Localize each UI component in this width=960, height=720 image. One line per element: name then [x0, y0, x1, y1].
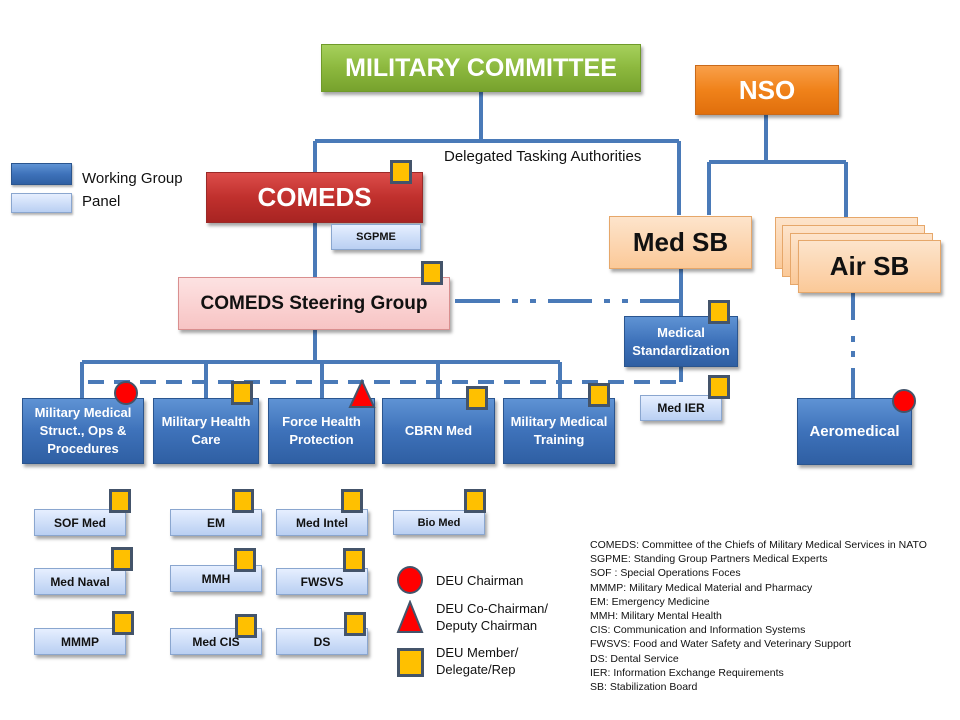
abbreviation-item: SB: Stabilization Board	[590, 681, 698, 694]
wg-label: CBRN Med	[404, 423, 473, 438]
deu-member-marker	[708, 300, 730, 324]
sgpme-label: SGPME	[356, 231, 396, 243]
air-sb-label: Air SB	[829, 251, 910, 281]
deu-co-chairman-marker	[348, 379, 376, 408]
deu-member-marker	[235, 614, 257, 638]
panel-label: FWSVS	[300, 574, 344, 589]
panel-label: Med CIS	[192, 634, 240, 649]
comeds-box: COMEDS	[206, 172, 423, 223]
abbreviation-item: DS: Dental Service	[590, 652, 679, 665]
deu-chairman-marker	[114, 381, 138, 405]
panel-med-naval: Med Naval	[34, 568, 126, 595]
panel-em: EM	[170, 509, 262, 536]
panel-mmh: MMH	[170, 565, 262, 592]
panel-label: Bio Med	[417, 516, 461, 529]
connector-steering-wgs	[80, 330, 562, 398]
panel-label: EM	[207, 515, 225, 530]
med-ier-label: Med IER	[657, 401, 705, 415]
panel-label: DS	[313, 634, 331, 649]
legend-panel-label: Panel	[82, 193, 121, 210]
abbreviation-item: MMH: Military Mental Health	[590, 610, 722, 623]
legend-co-chairman-label-2: Deputy Chairman	[436, 618, 538, 633]
sgpme-panel: SGPME	[331, 224, 421, 250]
deu-member-marker	[234, 548, 256, 572]
nso-box: NSO	[695, 65, 839, 115]
deu-member-marker	[109, 489, 131, 513]
deu-member-marker	[344, 612, 366, 636]
steering-group-label: COMEDS Steering Group	[200, 292, 428, 314]
panel-mmmp: MMMP	[34, 628, 126, 655]
military-committee-box: MILITARY COMMITTEE	[321, 44, 641, 92]
panel-fwsvs: FWSVS	[276, 568, 368, 595]
deu-member-marker	[708, 375, 730, 399]
legend-working-group-label: Working Group	[82, 170, 183, 187]
abbreviation-item: MMMP: Military Medical Material and Phar…	[590, 581, 813, 594]
deu-member-marker	[111, 547, 133, 571]
wg-label: Military Medical Struct., Ops & Procedur…	[34, 405, 132, 456]
legend-panel-swatch	[11, 193, 72, 213]
deu-member-marker	[464, 489, 486, 513]
panel-label: Med Intel	[295, 515, 348, 530]
panel-label: MMH	[201, 571, 231, 586]
legend-member-label-1: DEU Member/	[436, 645, 519, 660]
deu-member-marker	[232, 489, 254, 513]
panel-sof-med: SOF Med	[34, 509, 126, 536]
panel-med-intel: Med Intel	[276, 509, 368, 536]
deu-member-marker	[421, 261, 443, 285]
legend-co-chairman-label-1: DEU Co-Chairman/	[436, 601, 548, 616]
abbreviations-list: COMEDS: Committee of the Chiefs of Milit…	[590, 538, 927, 694]
med-sb-label: Med SB	[632, 227, 729, 257]
aeromedical-box: Aeromedical	[797, 398, 912, 465]
deu-member-marker	[466, 386, 488, 410]
abbreviation-item: IER: Information Exchange Requirements	[590, 666, 784, 679]
panel-label: MMMP	[61, 634, 99, 649]
deu-member-marker	[112, 611, 134, 635]
legend-member-label-2: Delegate/Rep	[436, 662, 516, 677]
legend-co-chairman-triangle-icon	[396, 600, 424, 633]
connector-nso	[707, 115, 848, 218]
connector-mc	[313, 92, 681, 215]
abbreviation-item: COMEDS: Committee of the Chiefs of Milit…	[590, 539, 927, 551]
legend-member-square-icon	[397, 648, 424, 677]
deu-member-marker	[390, 160, 412, 184]
deu-member-marker	[231, 381, 253, 405]
panel-label: Med Naval	[50, 574, 110, 589]
deu-member-marker	[343, 548, 365, 572]
deu-member-marker	[341, 489, 363, 513]
abbreviation-item: SGPME: Standing Group Partners Medical E…	[590, 553, 828, 566]
legend-chairman-circle-icon	[397, 566, 423, 594]
wg-label: Military Health Care	[161, 414, 251, 447]
aeromedical-label: Aeromedical	[809, 422, 900, 440]
legend-working-group-swatch	[11, 163, 72, 185]
wg-force-health-protection: Force Health Protection	[268, 398, 375, 464]
medical-standardization-label: Medical Standardization	[632, 324, 730, 358]
legend-chairman-label: DEU Chairman	[436, 573, 524, 588]
abbreviation-item: FWSVS: Food and Water Safety and Veterin…	[590, 638, 852, 651]
military-committee-label: MILITARY COMMITTEE	[345, 53, 617, 82]
nso-label: NSO	[738, 74, 796, 105]
panel-label: SOF Med	[53, 515, 106, 530]
wg-military-health-care: Military Health Care	[153, 398, 259, 464]
abbreviation-item: EM: Emergency Medicine	[590, 595, 710, 608]
wg-military-medical-struct: Military Medical Struct., Ops & Procedur…	[22, 398, 144, 464]
comeds-steering-group-box: COMEDS Steering Group	[178, 277, 450, 330]
abbreviation-item: CIS: Communication and Information Syste…	[590, 624, 806, 637]
abbreviation-item: SOF : Special Operations Foces	[590, 567, 741, 580]
deu-member-marker	[588, 383, 610, 407]
med-ier-panel: Med IER	[640, 395, 722, 421]
panel-bio-med: Bio Med	[393, 510, 485, 535]
wg-label: Military Medical Training	[510, 414, 608, 447]
air-sb-box: Air SB	[798, 240, 941, 293]
delegated-tasking-label: Delegated Tasking Authorities	[444, 148, 642, 165]
wg-label: Force Health Protection	[282, 414, 361, 447]
med-sb-box: Med SB	[609, 216, 752, 269]
wg-military-medical-training: Military Medical Training	[503, 398, 615, 464]
medical-standardization-box: Medical Standardization	[624, 316, 738, 367]
comeds-label: COMEDS	[257, 182, 372, 212]
deu-chairman-marker	[892, 389, 916, 413]
